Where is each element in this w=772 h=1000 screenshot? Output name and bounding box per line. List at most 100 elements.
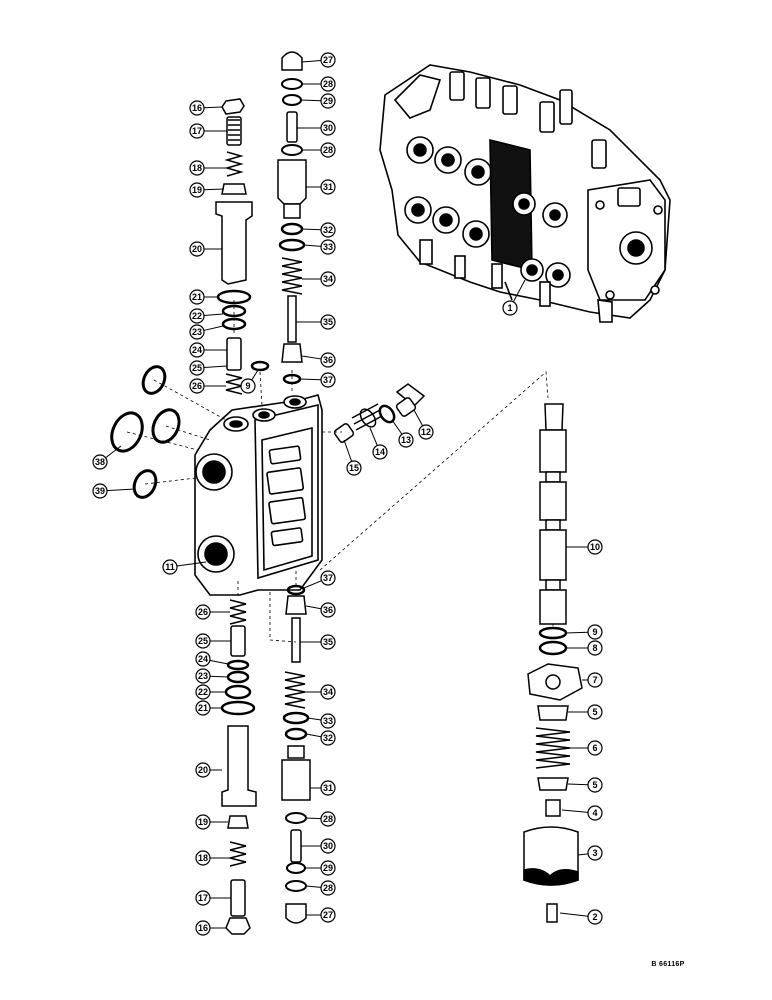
callout-circle [92, 454, 108, 470]
leader-line-25 [203, 365, 228, 369]
callout-number: 36 [323, 605, 333, 615]
callout-32: 32 [320, 730, 336, 746]
leader-line-39 [106, 488, 136, 492]
callout-number: 12 [421, 427, 431, 437]
callout-circle [587, 672, 603, 688]
callout-circle [372, 444, 388, 460]
callout-number: 35 [323, 637, 333, 647]
callout-circle [195, 890, 211, 906]
alignment-lines [126, 300, 554, 643]
callout-circle [195, 604, 211, 620]
leader-line-36 [301, 355, 322, 360]
callout-number: 29 [323, 863, 333, 873]
callout-circle [320, 570, 336, 586]
callout-circle [195, 684, 211, 700]
callout-circle [320, 52, 336, 68]
leader-line-37 [303, 580, 322, 589]
callout-11: 11 [162, 559, 178, 575]
callout-32: 32 [320, 222, 336, 238]
callout-circle [587, 740, 603, 756]
callout-number: 21 [198, 703, 208, 713]
callout-circle [587, 704, 603, 720]
callout-circle [320, 713, 336, 729]
callout-circle [587, 624, 603, 640]
callout-circle [195, 633, 211, 649]
callout-number: 21 [192, 292, 202, 302]
leader-line-11 [176, 561, 207, 567]
leader-line-14 [369, 427, 378, 446]
callout-37: 37 [320, 372, 336, 388]
callout-26: 26 [189, 378, 205, 394]
callout-number: 22 [198, 687, 208, 697]
callout-number: 27 [323, 55, 333, 65]
callout-35: 35 [320, 314, 336, 330]
callout-circle [189, 160, 205, 176]
leader-line-3 [577, 853, 589, 856]
callout-circle [320, 811, 336, 827]
callout-circle [587, 805, 603, 821]
callout-number: 22 [192, 311, 202, 321]
callout-circle [189, 182, 205, 198]
callout-number: 10 [590, 542, 600, 552]
leader-line-12 [413, 409, 424, 427]
callout-number: 13 [401, 435, 411, 445]
callout-number: 15 [349, 463, 359, 473]
callout-29: 29 [320, 860, 336, 876]
callout-number: 4 [592, 808, 597, 818]
callout-number: 32 [323, 225, 333, 235]
callout-16: 16 [189, 100, 205, 116]
callout-22: 22 [195, 684, 211, 700]
callout-19: 19 [195, 814, 211, 830]
callout-number: 28 [323, 79, 333, 89]
callout-number: 33 [323, 716, 333, 726]
o-ring-9-upper [250, 360, 270, 372]
callout-number: 7 [592, 675, 597, 685]
leader-line-13 [391, 419, 403, 435]
valve-assembly-illustration [379, 64, 671, 323]
callout-21: 21 [195, 700, 211, 716]
callout-28: 28 [320, 880, 336, 896]
leader-line-38 [105, 445, 122, 459]
leader-line-9 [565, 631, 589, 634]
callout-21: 21 [189, 289, 205, 305]
callout-circle [320, 907, 336, 923]
callout-6: 6 [587, 740, 603, 756]
callout-number: 31 [323, 182, 333, 192]
callout-circle [195, 762, 211, 778]
callout-number: 17 [192, 126, 202, 136]
upper-left-stack [215, 98, 253, 395]
drawing-code: B 66116P [651, 961, 684, 968]
callout-number: 25 [198, 636, 208, 646]
callout-circle [320, 372, 336, 388]
callout-number: 36 [323, 355, 333, 365]
valve-body-illustration [194, 394, 323, 596]
callout-7: 7 [587, 672, 603, 688]
callout-24: 24 [195, 651, 211, 667]
callout-14: 14 [372, 444, 388, 460]
callout-number: 16 [198, 923, 208, 933]
callout-36: 36 [320, 352, 336, 368]
callout-circle [320, 602, 336, 618]
callout-1: 1 [502, 300, 518, 316]
callout-circle [162, 559, 178, 575]
callout-circle [587, 845, 603, 861]
callout-circle [320, 179, 336, 195]
callout-circle [320, 352, 336, 368]
callout-number: 30 [323, 841, 333, 851]
callout-number: 31 [323, 783, 333, 793]
callout-number: 35 [323, 317, 333, 327]
callout-circle [189, 324, 205, 340]
callout-circle [587, 539, 603, 555]
callout-number: 28 [323, 145, 333, 155]
callout-10: 10 [587, 539, 603, 555]
callout-number: 38 [95, 457, 105, 467]
callout-circle [320, 142, 336, 158]
callout-circle [398, 432, 414, 448]
leader-line-9 [251, 369, 259, 381]
callout-26: 26 [195, 604, 211, 620]
callout-circle [320, 76, 336, 92]
callout-number: 16 [192, 103, 202, 113]
callout-circle [346, 460, 362, 476]
callout-37: 37 [320, 570, 336, 586]
